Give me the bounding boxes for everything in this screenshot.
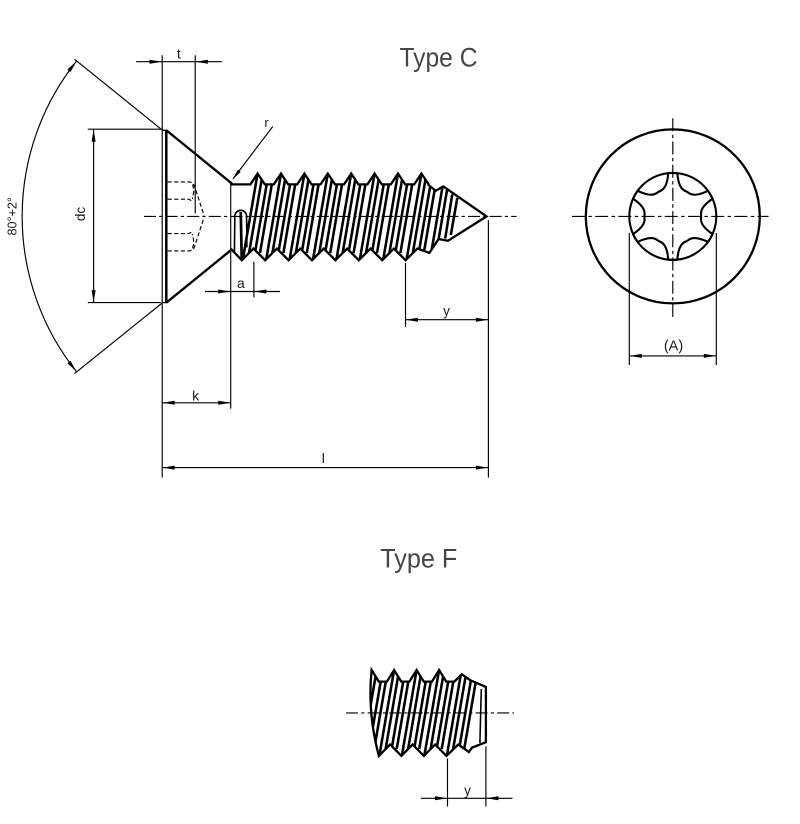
svg-text:r: r bbox=[264, 115, 269, 130]
svg-text:a: a bbox=[237, 275, 245, 291]
svg-text:dc: dc bbox=[73, 207, 88, 222]
svg-text:Type F: Type F bbox=[380, 543, 457, 573]
svg-text:80°+2°: 80°+2° bbox=[4, 197, 19, 236]
svg-text:t: t bbox=[177, 46, 181, 62]
svg-text:y: y bbox=[464, 783, 471, 798]
svg-text:k: k bbox=[192, 387, 200, 403]
svg-text:Type C: Type C bbox=[400, 43, 478, 73]
svg-text:(A): (A) bbox=[664, 338, 683, 354]
svg-text:y: y bbox=[443, 304, 450, 319]
svg-text:l: l bbox=[322, 450, 325, 466]
